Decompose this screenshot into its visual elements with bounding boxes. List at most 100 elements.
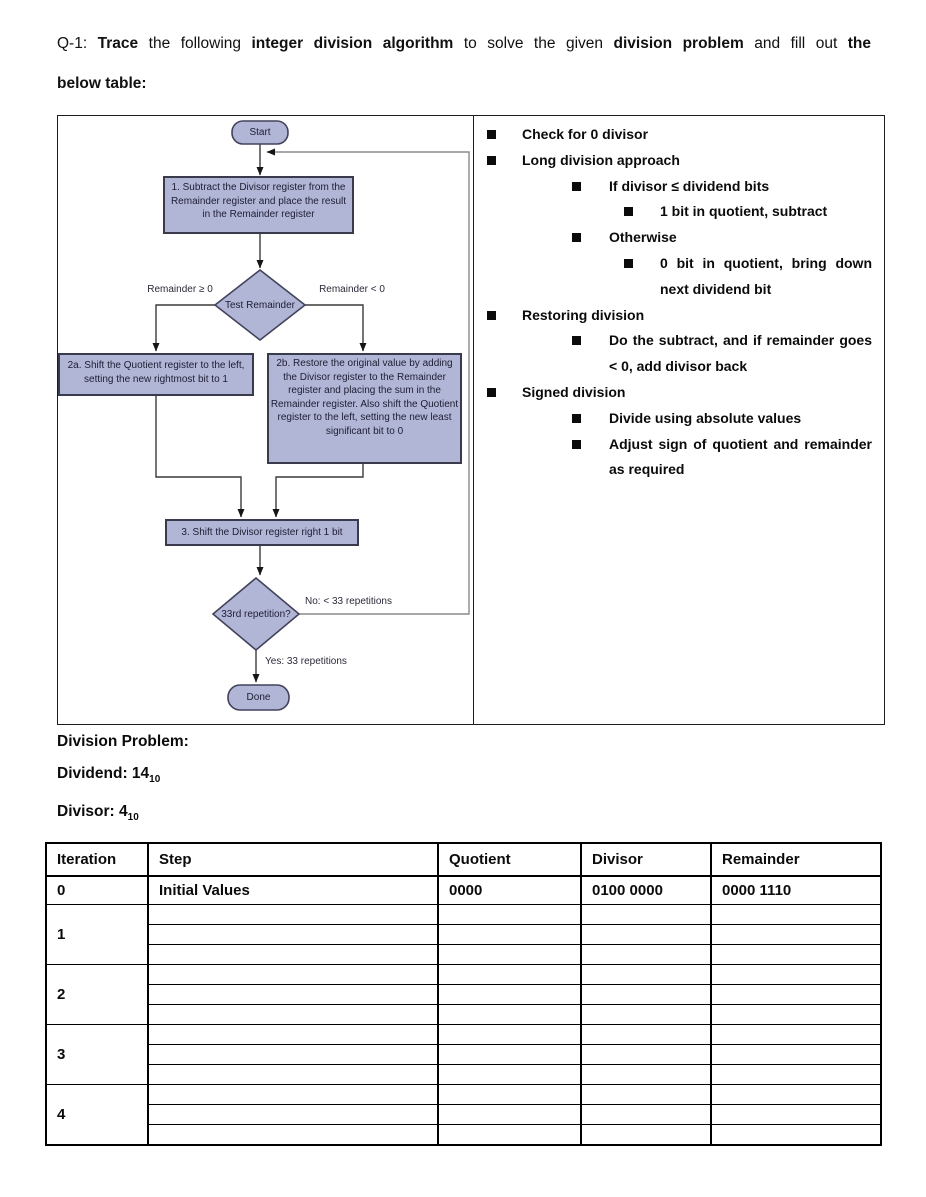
empty-cell — [710, 1024, 882, 1045]
empty-cell — [437, 964, 582, 985]
empty-cell — [147, 1004, 439, 1025]
remainder-ge0-branch — [152, 304, 215, 352]
question-text: Trace — [97, 35, 139, 52]
iteration-2-row: 2 — [45, 964, 882, 1025]
initial-step-cell: Initial Values — [147, 875, 439, 905]
empty-cell — [437, 924, 582, 945]
bullet-square-icon — [487, 155, 496, 165]
box3-node — [165, 519, 359, 546]
empty-cell — [437, 904, 582, 925]
initial-values-row: 0 Initial Values 0000 0100 0000 0000 111… — [45, 875, 882, 905]
empty-cell — [147, 1124, 439, 1146]
table-row — [46, 1124, 882, 1146]
bullet-square-icon — [624, 258, 633, 268]
empty-cell — [437, 1124, 582, 1146]
empty-cell — [710, 984, 882, 1005]
no-branch-label: No: < 33 repetitions — [305, 596, 392, 607]
figure-box: Start 1. Subtract the Divisor register f… — [57, 115, 885, 725]
empty-cell — [437, 1084, 582, 1105]
flowchart-panel: Start 1. Subtract the Divisor register f… — [58, 116, 473, 724]
start-label: Start — [249, 127, 271, 138]
empty-cell — [437, 1024, 582, 1045]
note-item: Adjust sign of quotient and remainder as… — [474, 432, 872, 484]
note-item: Divide using absolute values — [474, 406, 872, 432]
bullet-square-icon — [487, 387, 496, 397]
iteration-number-cell: 2 — [45, 964, 149, 1025]
question-text: to solve the given — [453, 35, 614, 52]
note-item: Signed division — [474, 380, 872, 406]
dividend-base-subscript: 10 — [149, 774, 161, 786]
bullet-square-icon — [572, 413, 581, 423]
note-item: Otherwise — [474, 225, 872, 251]
table-row — [46, 1064, 882, 1085]
repetition-diamond — [211, 576, 301, 652]
question-text: the following — [138, 35, 252, 52]
table-row — [46, 1044, 882, 1065]
empty-cell — [147, 904, 439, 925]
note-item: If divisor ≤ dividend bits — [474, 174, 872, 200]
empty-cell — [710, 1104, 882, 1125]
empty-cell — [147, 984, 439, 1005]
flowchart-graphic — [58, 120, 470, 711]
empty-cell — [710, 924, 882, 945]
empty-cell — [437, 984, 582, 1005]
question-text: and fill out — [743, 35, 848, 52]
initial-quotient-cell: 0000 — [437, 875, 582, 905]
table-row — [46, 944, 882, 965]
table-row — [46, 1104, 882, 1125]
question-text: Q-1: — [57, 35, 98, 52]
empty-cell — [147, 1044, 439, 1065]
empty-cell — [147, 1024, 439, 1045]
table-row — [46, 984, 882, 1005]
question-line-2: below table: — [57, 75, 147, 92]
box1-label: 1. Subtract the Divisor register from th… — [170, 182, 347, 220]
empty-cell — [580, 1064, 712, 1085]
empty-cell — [710, 1084, 882, 1105]
empty-cell — [580, 944, 712, 965]
empty-cell — [580, 984, 712, 1005]
empty-cell — [147, 1084, 439, 1105]
bullet-square-icon — [487, 130, 496, 139]
remainder-lt0-label: Remainder < 0 — [319, 284, 385, 295]
test-remainder-label: Test Remainder — [224, 300, 296, 311]
empty-cell — [580, 1124, 712, 1146]
remainder-ge0-label: Remainder ≥ 0 — [147, 284, 213, 295]
box2b-node — [267, 353, 462, 464]
start-node — [231, 120, 289, 145]
empty-cell — [710, 944, 882, 965]
col-header-step: Step — [147, 842, 439, 877]
initial-remainder-cell: 0000 1110 — [710, 875, 882, 905]
col-header-iteration: Iteration — [45, 842, 149, 877]
repetition-label: 33rd repetition? — [221, 609, 291, 620]
iteration-4-row: 4 — [45, 1084, 882, 1146]
empty-cell — [147, 944, 439, 965]
table-row — [46, 924, 882, 945]
initial-divisor-cell: 0100 0000 — [580, 875, 712, 905]
remainder-lt0-branch — [305, 304, 367, 352]
box2a-label: 2a. Shift the Quotient register to the l… — [67, 360, 245, 385]
question-text: integer division algorithm — [251, 35, 454, 52]
bullet-square-icon — [624, 207, 633, 217]
empty-cell — [710, 904, 882, 925]
division-problem-block: Division Problem: Dividend: 1410 Divisor… — [57, 731, 189, 839]
col-header-remainder: Remainder — [710, 842, 882, 877]
note-item: Check for 0 divisor — [474, 122, 872, 148]
bullet-square-icon — [572, 439, 581, 449]
empty-cell — [437, 1004, 582, 1025]
empty-cell — [580, 1004, 712, 1025]
empty-cell — [710, 1004, 882, 1025]
empty-cell — [147, 924, 439, 945]
empty-cell — [437, 944, 582, 965]
iteration-number-cell: 3 — [45, 1024, 149, 1085]
empty-cell — [437, 1064, 582, 1085]
bullet-square-icon — [572, 181, 581, 191]
empty-cell — [147, 964, 439, 985]
empty-cell — [147, 1104, 439, 1125]
notes-panel: Check for 0 divisor Long division approa… — [473, 116, 884, 724]
bullet-square-icon — [572, 233, 581, 243]
done-node — [227, 684, 290, 711]
empty-cell — [710, 1124, 882, 1146]
box3-label: 3. Shift the Divisor register right 1 bi… — [181, 527, 343, 538]
box2a-node — [58, 353, 254, 396]
empty-cell — [580, 1024, 712, 1045]
